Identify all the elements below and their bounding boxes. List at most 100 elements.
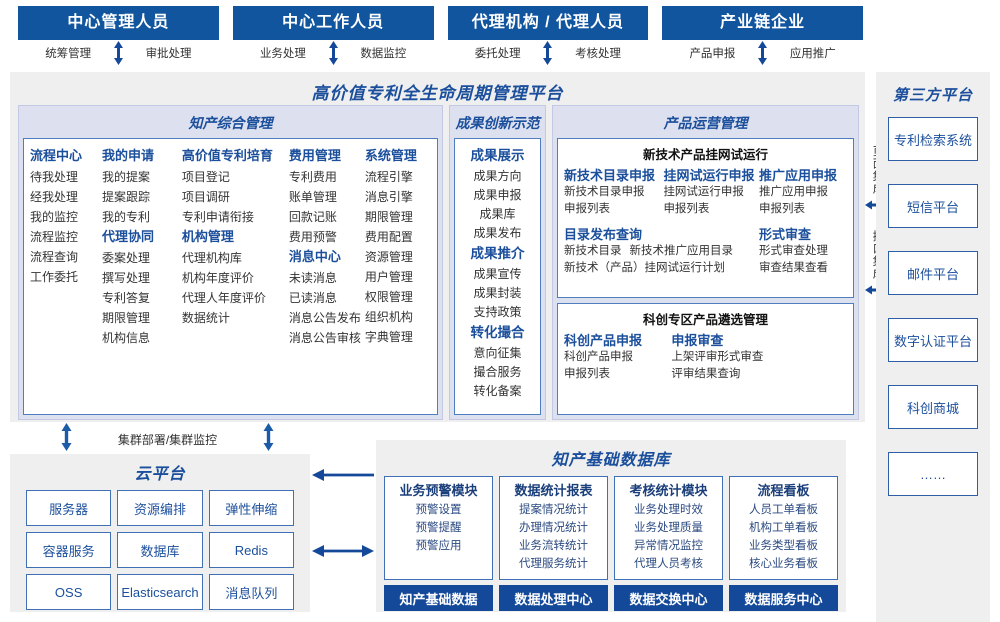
menu-item[interactable]: 预警提醒	[415, 522, 462, 534]
menu-item[interactable]: 流程监控	[30, 230, 79, 244]
menu-item[interactable]: 待我处理	[30, 170, 79, 184]
menu-item[interactable]: 业务类型看板	[749, 540, 818, 552]
menu-item[interactable]: 成果方向	[473, 169, 522, 183]
menu-item[interactable]: 组织机构	[364, 310, 413, 324]
menu-item[interactable]: 期限管理	[364, 210, 413, 224]
menu-item[interactable]: 撮合服务	[473, 365, 522, 379]
menu-item[interactable]: 数据统计	[181, 311, 230, 325]
cloud-cell-orchestration[interactable]: 资源编排	[117, 490, 203, 526]
menu-item[interactable]: 费用预警	[288, 230, 337, 244]
menu-item[interactable]: 机构信息	[102, 331, 151, 345]
cloud-cell-message-queue[interactable]: 消息队列	[208, 574, 294, 610]
menu-item[interactable]: 消息公告发布	[288, 311, 361, 325]
menu-item[interactable]: 机构年度评价	[181, 271, 254, 285]
menu-item[interactable]: 新技术推广应用目录	[629, 245, 734, 257]
third-party-item-patent-search[interactable]: 专利检索系统	[888, 117, 978, 161]
menu-item[interactable]: 流程引擎	[364, 170, 413, 184]
menu-item[interactable]: 评审结果查询	[671, 368, 741, 380]
menu-item[interactable]: 撰写处理	[102, 271, 151, 285]
menu-item[interactable]: 成果宣传	[473, 267, 522, 281]
menu-item[interactable]: 申报列表	[663, 203, 710, 215]
menu-item[interactable]: 申报列表	[759, 203, 806, 215]
menu-item[interactable]: 代理机构库	[181, 251, 242, 265]
db-footer-badge[interactable]: 知产基础数据	[384, 585, 493, 611]
menu-item[interactable]: 未读消息	[288, 271, 337, 285]
menu-item[interactable]: 科创产品申报	[564, 351, 633, 363]
cloud-cell-oss[interactable]: OSS	[26, 574, 112, 610]
third-party-item-digital-cert[interactable]: 数字认证平台	[888, 318, 978, 362]
menu-item[interactable]: 核心业务看板	[749, 558, 818, 570]
menu-item[interactable]: 专利答复	[102, 291, 151, 305]
menu-item[interactable]: 成果封装	[473, 286, 522, 300]
menu-item[interactable]: 支持政策	[473, 305, 522, 319]
menu-item[interactable]: 新技术目录	[564, 245, 622, 257]
menu-item[interactable]: 已读消息	[288, 291, 337, 305]
menu-item[interactable]: 代理人年度评价	[181, 291, 266, 305]
db-footer-badge[interactable]: 数据服务中心	[729, 585, 838, 611]
menu-item[interactable]: 期限管理	[102, 311, 151, 325]
menu-item[interactable]: 上架评审形式审查	[671, 351, 764, 363]
menu-item[interactable]: 业务处理质量	[634, 522, 703, 534]
menu-item[interactable]: 成果发布	[473, 226, 522, 240]
third-party-item-email[interactable]: 邮件平台	[888, 251, 978, 295]
menu-item[interactable]: 业务处理时效	[634, 504, 703, 516]
menu-item[interactable]: 项目调研	[181, 190, 230, 204]
menu-item[interactable]: 意向征集	[473, 346, 522, 360]
menu-item[interactable]: 我的专利	[102, 210, 151, 224]
cloud-cell-container[interactable]: 容器服务	[26, 532, 112, 568]
menu-item[interactable]: 申报列表	[564, 368, 610, 380]
third-party-item-sms[interactable]: 短信平台	[888, 184, 978, 228]
menu-item[interactable]: 预警设置	[415, 504, 462, 516]
menu-item[interactable]: 推广应用申报	[759, 186, 829, 198]
menu-item[interactable]: 经我处理	[30, 190, 79, 204]
menu-item[interactable]: 费用配置	[364, 230, 413, 244]
menu-item[interactable]: 我的监控	[30, 210, 79, 224]
menu-item[interactable]: 账单管理	[288, 190, 337, 204]
menu-item[interactable]: 审查结果查看	[759, 262, 829, 274]
group-head: 挂网试运行申报	[663, 168, 755, 183]
menu-item[interactable]: 机构工单看板	[749, 522, 818, 534]
cloud-cell-redis[interactable]: Redis	[208, 532, 294, 568]
menu-item[interactable]: 流程查询	[30, 250, 79, 264]
menu-item[interactable]: 委案处理	[102, 251, 151, 265]
menu-item[interactable]: 项目登记	[181, 170, 230, 184]
menu-item[interactable]: 工作委托	[30, 270, 79, 284]
db-footer-badge[interactable]: 数据处理中心	[499, 585, 608, 611]
panel-achievement-innovation: 成果创新示范 成果展示 成果方向 成果申报 成果库 成果发布 成果推介 成果宣传…	[449, 105, 546, 420]
menu-item[interactable]: 预警应用	[415, 540, 462, 552]
menu-item[interactable]: 专利费用	[288, 170, 337, 184]
menu-item[interactable]: 用户管理	[364, 270, 413, 284]
menu-item[interactable]: 挂网试运行申报	[663, 186, 744, 198]
cloud-cell-autoscaling[interactable]: 弹性伸缩	[208, 490, 294, 526]
menu-item[interactable]: 消息公告审核	[288, 331, 361, 345]
cloud-cell-server[interactable]: 服务器	[26, 490, 112, 526]
menu-item[interactable]: 代理人员考核	[634, 558, 703, 570]
menu-item[interactable]: 新技术（产品）挂网试运行计划	[564, 262, 725, 274]
db-footer-badge[interactable]: 数据交换中心	[614, 585, 723, 611]
menu-item[interactable]: 专利申请衔接	[181, 210, 254, 224]
menu-item[interactable]: 字典管理	[364, 330, 413, 344]
menu-item[interactable]: 我的提案	[102, 170, 151, 184]
menu-item[interactable]: 申报列表	[564, 203, 610, 215]
menu-item[interactable]: 资源管理	[364, 250, 413, 264]
menu-item[interactable]: 办理情况统计	[519, 522, 588, 534]
menu-item[interactable]: 提案情况统计	[519, 504, 588, 516]
menu-item[interactable]: 形式审查处理	[759, 245, 829, 257]
menu-item[interactable]: 新技术目录申报	[564, 186, 645, 198]
menu-item[interactable]: 代理服务统计	[519, 558, 588, 570]
menu-item[interactable]: 转化备案	[473, 384, 522, 398]
menu-item[interactable]: 异常情况监控	[634, 540, 703, 552]
menu-item[interactable]: 消息引擎	[364, 190, 413, 204]
menu-item[interactable]: 回款记账	[288, 210, 337, 224]
cloud-cell-elasticsearch[interactable]: Elasticsearch	[117, 574, 203, 610]
menu-item[interactable]: 权限管理	[364, 290, 413, 304]
menu-item[interactable]: 提案跟踪	[102, 190, 151, 204]
third-party-item-kechuang-mall[interactable]: 科创商城	[888, 385, 978, 429]
menu-item[interactable]: 业务流转统计	[519, 540, 588, 552]
menu-item[interactable]: 成果申报	[473, 188, 522, 202]
menu-item[interactable]: 成果库	[479, 207, 516, 221]
third-party-item-more[interactable]: ……	[888, 452, 978, 496]
menu-item[interactable]: 人员工单看板	[749, 504, 818, 516]
cloud-cell-database[interactable]: 数据库	[117, 532, 203, 568]
